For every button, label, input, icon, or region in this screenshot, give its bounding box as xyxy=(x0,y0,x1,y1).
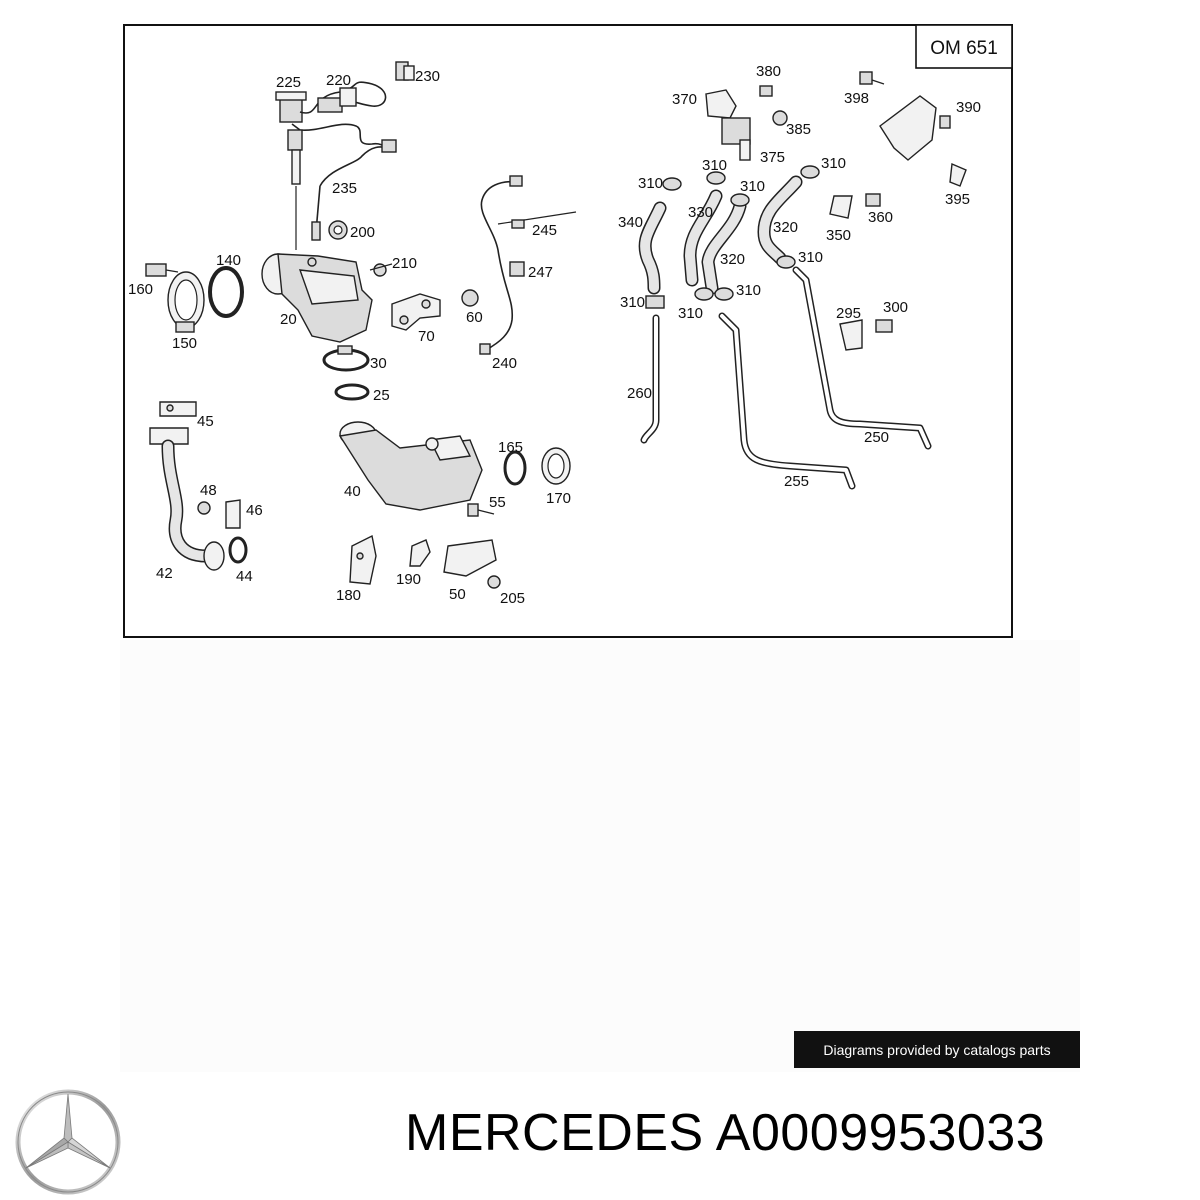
callout-390: 390 xyxy=(956,99,981,116)
callout-70: 70 xyxy=(418,328,435,345)
callout-260: 260 xyxy=(627,385,652,402)
model-label: OM 651 xyxy=(930,38,998,59)
callout-20: 20 xyxy=(280,311,297,328)
clamp-150-drawing xyxy=(145,263,244,333)
diagram-frame xyxy=(123,24,1013,638)
callout-40: 40 xyxy=(344,483,361,500)
catalyst-20-drawing xyxy=(261,253,393,343)
callout-55: 55 xyxy=(489,494,506,511)
sensor-240-drawing xyxy=(479,175,577,355)
callout-310-g: 310 xyxy=(736,282,761,299)
callout-250: 250 xyxy=(864,429,889,446)
dpf-40-drawing xyxy=(338,421,571,511)
callout-labels: 225 220 230 235 200 210 140 160 150 20 7… xyxy=(128,63,981,607)
sensor-cluster-right-drawing xyxy=(705,71,967,351)
callout-310-b: 310 xyxy=(638,175,663,192)
diagram-credit-banner: Diagrams provided by catalogs parts xyxy=(794,1031,1080,1068)
callout-255: 255 xyxy=(784,473,809,490)
callout-42: 42 xyxy=(156,565,173,582)
callout-170: 170 xyxy=(546,490,571,507)
callout-340: 340 xyxy=(618,214,643,231)
callout-310-h: 310 xyxy=(678,305,703,322)
callout-180: 180 xyxy=(336,587,361,604)
callout-310-a: 310 xyxy=(702,157,727,174)
parts-diagram: OM 651 xyxy=(123,24,1013,638)
callout-235: 235 xyxy=(332,180,357,197)
callout-50: 50 xyxy=(449,586,466,603)
callout-240: 240 xyxy=(492,355,517,372)
callout-385: 385 xyxy=(786,121,811,138)
clamp-30-drawing xyxy=(322,345,370,401)
callout-140: 140 xyxy=(216,252,241,269)
mercedes-star-icon xyxy=(15,1089,121,1195)
callout-45: 45 xyxy=(197,413,214,430)
callout-150: 150 xyxy=(172,335,197,352)
callout-370: 370 xyxy=(672,91,697,108)
callout-330: 330 xyxy=(688,204,713,221)
callout-310-e: 310 xyxy=(798,249,823,266)
callout-320-a: 320 xyxy=(773,219,798,236)
lower-background-panel xyxy=(120,640,1080,1072)
callout-205: 205 xyxy=(500,590,525,607)
callout-25: 25 xyxy=(373,387,390,404)
callout-310-d: 310 xyxy=(821,155,846,172)
callout-190: 190 xyxy=(396,571,421,588)
callout-360: 360 xyxy=(868,209,893,226)
callout-380: 380 xyxy=(756,63,781,80)
pipes-right-drawing xyxy=(638,165,932,490)
egr-pipe-42-drawing xyxy=(149,401,248,571)
callout-220: 220 xyxy=(326,72,351,89)
callout-310-f: 310 xyxy=(620,294,645,311)
callout-395: 395 xyxy=(945,191,970,208)
nut-200-drawing xyxy=(328,220,348,240)
callout-245: 245 xyxy=(532,222,557,239)
callout-48: 48 xyxy=(200,482,217,499)
callout-230: 230 xyxy=(415,68,440,85)
callout-300: 300 xyxy=(883,299,908,316)
callout-200: 200 xyxy=(350,224,375,241)
callout-30: 30 xyxy=(370,355,387,372)
callout-210: 210 xyxy=(392,255,417,272)
callout-310-c: 310 xyxy=(740,178,765,195)
callout-44: 44 xyxy=(236,568,253,585)
callout-60: 60 xyxy=(466,309,483,326)
product-title: MERCEDES A0009953033 xyxy=(405,1104,1046,1162)
callout-165: 165 xyxy=(498,439,523,456)
callout-160: 160 xyxy=(128,281,153,298)
callout-350: 350 xyxy=(826,227,851,244)
callout-398: 398 xyxy=(844,90,869,107)
callout-375: 375 xyxy=(760,149,785,166)
brackets-lower-drawing xyxy=(349,503,501,589)
callout-320-b: 320 xyxy=(720,251,745,268)
sensor-cluster-drawing xyxy=(275,61,415,250)
callout-295: 295 xyxy=(836,305,861,322)
callout-46: 46 xyxy=(246,502,263,519)
callout-247: 247 xyxy=(528,264,553,281)
bracket-70-drawing xyxy=(391,289,479,331)
callout-225: 225 xyxy=(276,74,301,91)
model-box xyxy=(915,24,1013,69)
